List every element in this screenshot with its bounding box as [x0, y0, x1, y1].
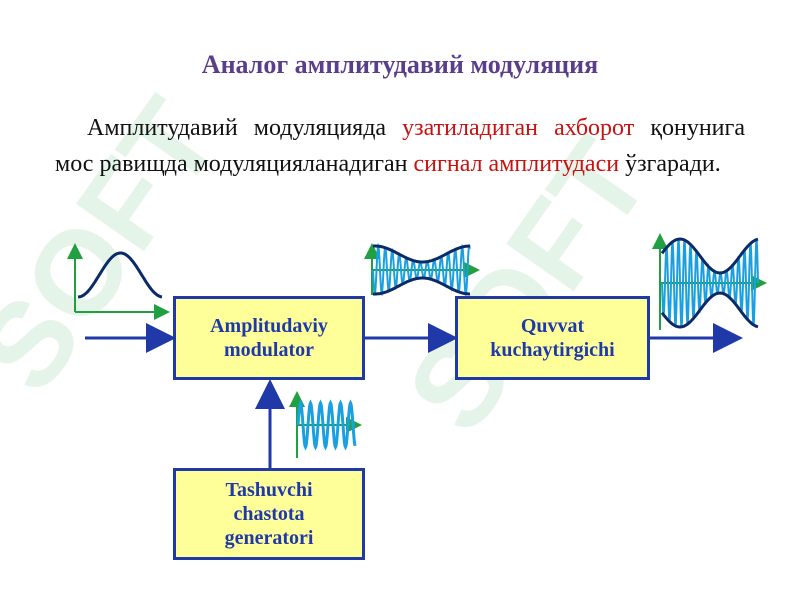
- generator-block: Tashuvchi chastota generatori: [173, 468, 365, 560]
- amplifier-label-line1: Quvvat: [520, 315, 585, 337]
- paragraph-highlight: сигнал амплитудаси: [413, 151, 620, 177]
- carrier-wave-icon: [289, 391, 362, 458]
- generator-label-line3: generatori: [224, 527, 314, 549]
- paragraph-part: ўзгаради.: [619, 151, 721, 177]
- sine-wave-icon: [67, 243, 170, 320]
- generator-label-line2: chastota: [233, 503, 305, 525]
- amplifier-label-line2: kuchaytirgichi: [490, 339, 615, 361]
- modulator-block: Amplitudaviy modulator: [173, 296, 365, 380]
- paragraph-part: қонунига мос равищда модуляцияланадиган: [55, 115, 746, 177]
- amplified-am-signal-icon: [652, 233, 767, 330]
- modulator-label-line1: Amplitudaviy: [210, 315, 328, 337]
- am-signal-icon: [364, 242, 480, 298]
- amplifier-block: Quvvat kuchaytirgichi: [455, 296, 650, 380]
- paragraph-part: Амплитудавий модуляцияда: [87, 115, 403, 141]
- slide-title: Аналог амплитудавий модуляция: [201, 50, 599, 79]
- generator-label-line1: Tashuvchi: [225, 479, 313, 501]
- paragraph-highlight: узатиладиган ахборот: [402, 115, 635, 141]
- slide-paragraph: Амплитудавий модуляцияда узатиладиган ах…: [55, 110, 745, 182]
- modulator-label-line2: modulator: [224, 339, 314, 361]
